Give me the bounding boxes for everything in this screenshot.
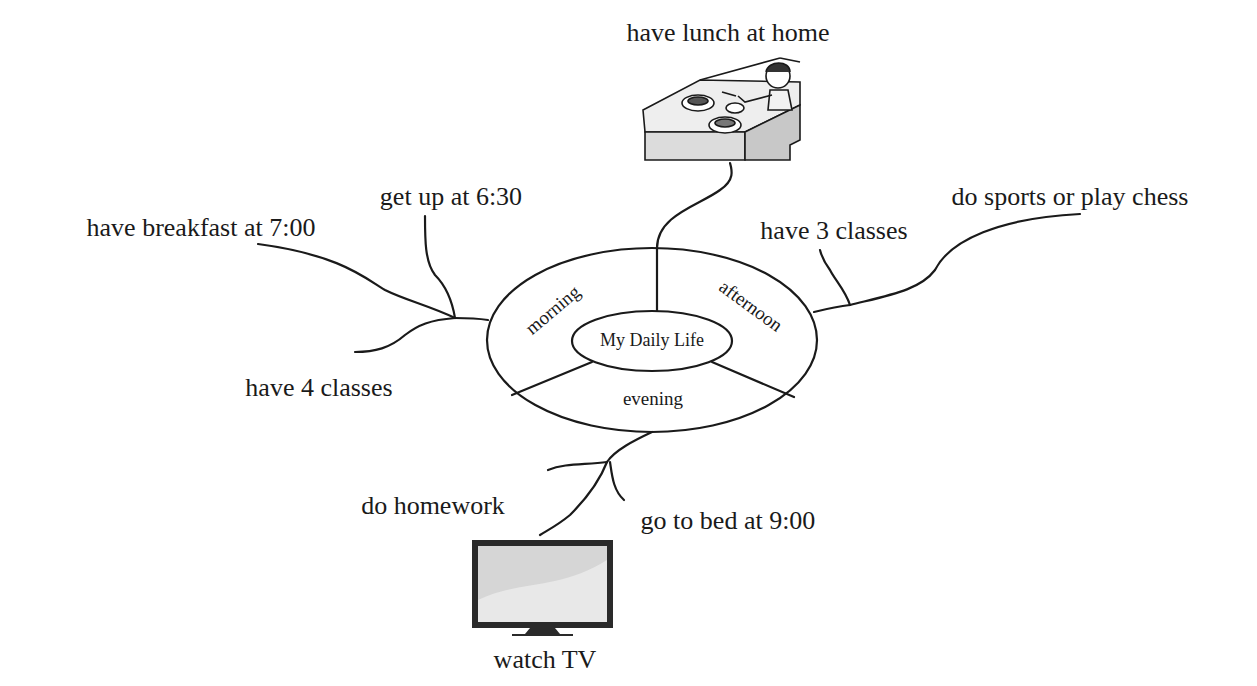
leader-line — [540, 462, 607, 535]
leader-line — [814, 305, 850, 312]
leader-line — [657, 163, 732, 248]
leader-line — [355, 318, 455, 352]
divider — [656, 248, 658, 311]
leader-line — [425, 216, 455, 318]
leader-line — [820, 250, 850, 305]
leader-line — [607, 432, 652, 462]
lunch-illustration — [643, 58, 800, 160]
branch-label: have breakfast at 7:00 — [87, 215, 316, 241]
branch-label: have 4 classes — [245, 375, 392, 401]
node-text: My Daily Life — [600, 331, 704, 351]
branch-label: go to bed at 9:00 — [641, 508, 816, 534]
inner-ellipse — [572, 311, 732, 371]
sector-band: afternoon — [710, 272, 790, 340]
node-text: morning — [522, 281, 585, 338]
sector-band: morning — [517, 277, 588, 343]
leader-line — [610, 462, 624, 500]
divider — [512, 362, 592, 395]
tv-illustration — [472, 540, 613, 635]
branch-label: have 3 classes — [760, 218, 907, 244]
node-text: evening — [623, 389, 683, 410]
outer-ring — [487, 248, 817, 432]
divider — [712, 362, 794, 397]
center-ellipse: My Daily Life — [596, 329, 708, 353]
leader-line — [258, 244, 455, 318]
node-text: afternoon — [714, 276, 785, 336]
leader-line — [455, 318, 488, 320]
branch-label: do sports or play chess — [952, 184, 1189, 210]
branch-label: watch TV — [494, 647, 597, 673]
branch-label: have lunch at home — [627, 20, 830, 46]
sector-band: evening — [619, 387, 687, 412]
branch-label: do homework — [361, 493, 505, 519]
leader-line — [548, 462, 607, 470]
branch-label: get up at 6:30 — [380, 184, 522, 210]
